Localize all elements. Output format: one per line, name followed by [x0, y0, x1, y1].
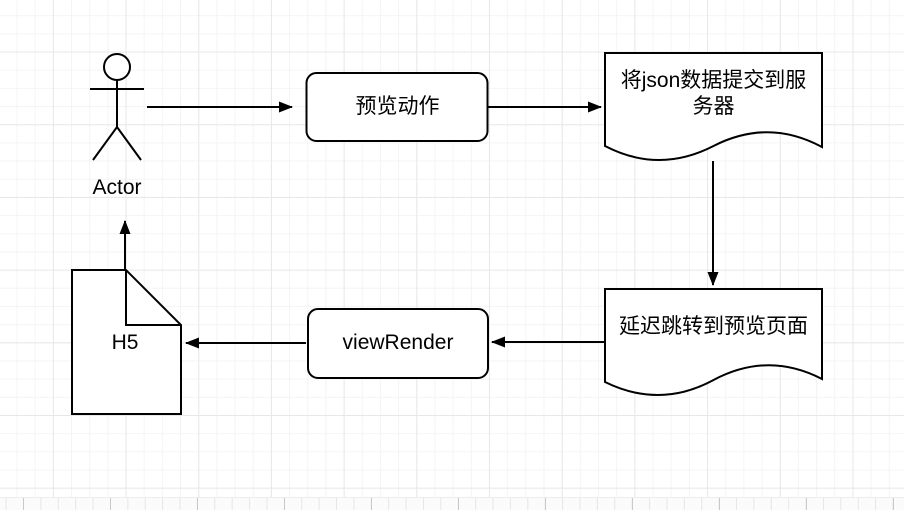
node-h5-label[interactable]: H5: [111, 331, 139, 354]
node-view-render-label[interactable]: viewRender: [342, 331, 454, 354]
node-view-render[interactable]: [307, 308, 489, 379]
actor-figure[interactable]: [90, 53, 144, 161]
node-preview-action[interactable]: [305, 72, 489, 142]
actor-leg-right: [116, 126, 142, 161]
actor-leg-left: [92, 126, 118, 161]
h5-note-outline: [71, 269, 182, 415]
actor-label[interactable]: Actor: [92, 176, 142, 199]
node-submit-json-label[interactable]: 将json数据提交到服务器: [620, 69, 807, 118]
node-h5[interactable]: [71, 269, 182, 415]
node-preview-action-label[interactable]: 预览动作: [355, 95, 440, 118]
page-bottom-offcanvas-strip: [0, 497, 904, 510]
node-submit-json[interactable]: [604, 52, 823, 161]
actor-head: [103, 53, 131, 81]
h5-note-fold: [125, 270, 181, 326]
node-delay-redirect[interactable]: [604, 288, 823, 396]
node-delay-redirect-label[interactable]: 延迟跳转到预览页面: [619, 315, 808, 338]
